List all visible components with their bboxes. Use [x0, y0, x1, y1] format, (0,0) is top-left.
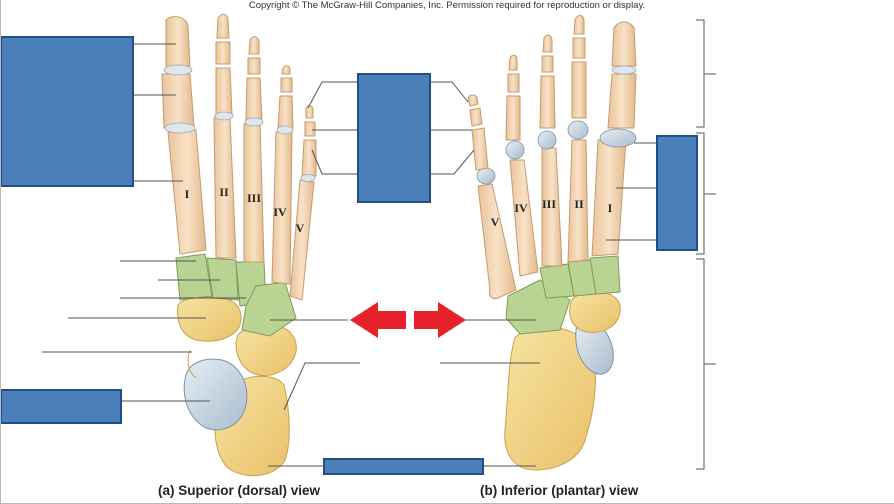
digit-label: III — [542, 197, 556, 211]
navicular-dorsal — [177, 296, 242, 342]
inferior-foot — [467, 15, 637, 471]
digit-label: I — [608, 201, 613, 215]
label-box-middle-phalanges[interactable] — [357, 73, 431, 203]
caption-superior-view: (a) Superior (dorsal) view — [158, 483, 321, 498]
medial-cuneiform-dorsal — [175, 253, 213, 301]
bracket-tarsals — [696, 258, 716, 470]
digit-labels-inferior: V IV III II I — [491, 197, 613, 229]
arrow-left-icon — [350, 302, 406, 338]
navicular-plantar — [569, 291, 621, 333]
digit-label: II — [219, 185, 229, 199]
digit-label: I — [185, 187, 190, 201]
caption-inferior-view: (b) Inferior (plantar) view — [480, 483, 639, 498]
label-box-talus[interactable] — [0, 389, 122, 424]
copyright-notice: Copyright © The McGraw-Hill Companies, I… — [248, 0, 646, 11]
superior-foot — [161, 13, 317, 477]
metatarsal-5-dorsal — [289, 179, 315, 301]
talus-dorsal — [183, 358, 248, 431]
digit-label: IV — [514, 201, 528, 215]
medial-cuneiform-plantar — [589, 255, 621, 295]
bracket-phalanges — [696, 19, 716, 128]
label-box-calcaneus[interactable] — [323, 458, 484, 475]
label-box-metatarsals-plantar[interactable] — [656, 135, 698, 251]
digit-label: III — [247, 191, 261, 205]
digit-label: II — [574, 197, 584, 211]
digit-label: V — [296, 221, 305, 235]
intermediate-cuneiform-dorsal — [206, 257, 239, 301]
arrow-right-icon — [414, 302, 466, 338]
bracket-metatarsals — [696, 132, 716, 255]
label-box-phalanges-dorsal[interactable] — [0, 36, 134, 187]
digit-label: IV — [273, 205, 287, 219]
leader-lines — [42, 43, 656, 467]
digit-labels-superior: I II III IV V — [185, 185, 305, 235]
digit-label: V — [491, 215, 500, 229]
